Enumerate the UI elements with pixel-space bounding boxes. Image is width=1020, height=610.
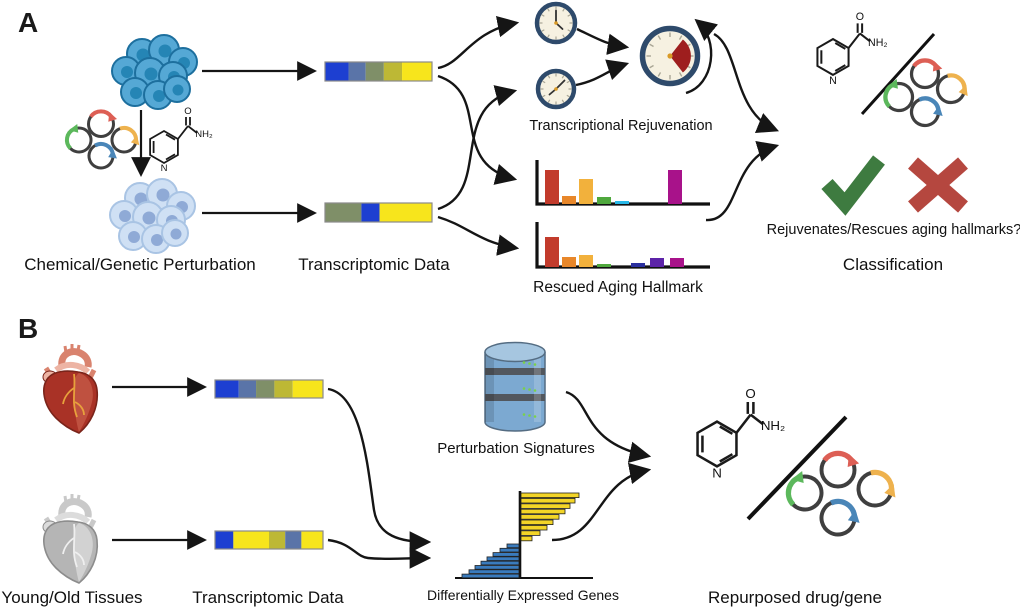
- chemical-genetic-label: Chemical/Genetic Perturbation: [24, 255, 256, 274]
- perturbation-signatures-label: Perturbation Signatures: [437, 440, 595, 457]
- plasmid-icon-green: [785, 471, 824, 512]
- transcriptomic-data-label-b: Transcriptomic Data: [192, 588, 344, 607]
- curve-clock1-to-agingclock: [576, 27, 630, 55]
- clock-icon-1: [534, 1, 578, 45]
- cell-cluster: [109, 178, 196, 254]
- clock-wedge: [670, 39, 691, 73]
- plasmid-icon-green: [883, 79, 915, 113]
- plasmid-icon-green: [64, 123, 93, 154]
- young-heart-icon: [42, 344, 99, 434]
- curve-charts-to-classification: [705, 141, 780, 222]
- plasmid-icon-orange: [935, 73, 968, 105]
- cross-icon: [908, 157, 968, 213]
- clock-ticks: [540, 73, 572, 105]
- atom-nitrogen: N: [712, 466, 722, 481]
- plasmid-group-classification: [883, 58, 968, 128]
- atom-amine: NH₂: [195, 129, 213, 140]
- atom-nitrogen: N: [161, 163, 168, 174]
- transcriptomic-data-label-a: Transcriptomic Data: [298, 255, 450, 274]
- atom-amine: NH₂: [868, 37, 887, 49]
- curve-clock-to-classification: [713, 32, 779, 134]
- rotation-arrow-icon: [685, 18, 719, 95]
- slash-divider: [746, 415, 848, 521]
- expression-strip-untreated: [324, 61, 433, 82]
- slash-divider: [860, 32, 936, 116]
- curve-youngdata-to-deg: [327, 387, 432, 553]
- atom-oxygen: O: [745, 386, 755, 401]
- plasmid-group-perturbation: [64, 109, 140, 170]
- plasmid-icon-blue: [87, 141, 117, 170]
- atom-oxygen: O: [184, 106, 191, 117]
- curve-data-to-chart2: [437, 215, 520, 256]
- nicotinamide-molecule-icon: O NH₂ N: [696, 386, 785, 481]
- atom-amine: NH₂: [761, 418, 785, 433]
- check-icon: [821, 155, 885, 216]
- classification-group: O NH₂ N Rejuvenates/Rescues aging hallma…: [767, 11, 1020, 274]
- atom-oxygen: O: [856, 11, 864, 23]
- perturbed-cells-icon: [109, 178, 196, 254]
- database-lights: [522, 361, 537, 418]
- curve-clock2-to-agingclock: [575, 59, 630, 87]
- deg-chart: [455, 491, 593, 579]
- untreated-cells-icon: [111, 34, 198, 110]
- curve-olddata-to-deg: [327, 538, 432, 569]
- atom-nitrogen: N: [829, 75, 837, 87]
- classification-label: Classification: [843, 255, 943, 274]
- plasmid-group-repurposed: [785, 450, 896, 537]
- expression-strip-young: [214, 379, 324, 399]
- nicotinamide-molecule-icon: O NH₂ N: [816, 11, 888, 87]
- curve-data-to-clock1: [437, 15, 520, 70]
- plasmid-icon-red: [909, 58, 943, 90]
- expression-strip-perturbed: [324, 202, 433, 223]
- old-heart-icon: [42, 494, 99, 584]
- curve-deg-to-repurposed: [551, 462, 652, 542]
- aging-clock-icon: [639, 18, 719, 95]
- plasmid-icon-orange: [110, 126, 140, 154]
- expression-strip-old: [214, 530, 324, 550]
- curve-db-to-repurposed: [565, 390, 652, 463]
- plasmid-icon-red: [87, 109, 117, 138]
- hallmark-bar-chart-1: [535, 160, 710, 206]
- database-icon: [484, 341, 546, 432]
- plasmid-icon-blue: [909, 96, 943, 128]
- repurposed-label: Repurposed drug/gene: [708, 588, 882, 607]
- transcriptional-rejuvenation-label: Transcriptional Rejuvenation: [529, 118, 712, 134]
- rejuvenates-question-label: Rejuvenates/Rescues aging hallmarks?: [767, 222, 1020, 238]
- repurposed-group: O NH₂ N: [696, 386, 896, 537]
- clock-icon-2: [535, 68, 577, 110]
- rescued-aging-hallmark-label: Rescued Aging Hallmark: [533, 279, 703, 296]
- hallmark-bar-chart-2: [535, 222, 710, 269]
- plasmid-icon-red: [819, 450, 860, 489]
- plasmid-icon-blue: [819, 498, 860, 537]
- cell-cluster: [111, 34, 198, 110]
- panel-b-label: B: [18, 313, 38, 344]
- panel-a-label: A: [18, 7, 38, 38]
- curve-data-to-chart1: [437, 74, 518, 185]
- plasmid-icon-orange: [856, 469, 896, 508]
- nicotinamide-molecule-icon: O NH₂ N: [149, 106, 213, 174]
- clock-ticks: [539, 6, 573, 40]
- young-old-tissues-label: Young/Old Tissues: [1, 588, 142, 607]
- deg-label: Differentially Expressed Genes: [427, 587, 619, 603]
- curve-data-to-clock2: [437, 85, 518, 211]
